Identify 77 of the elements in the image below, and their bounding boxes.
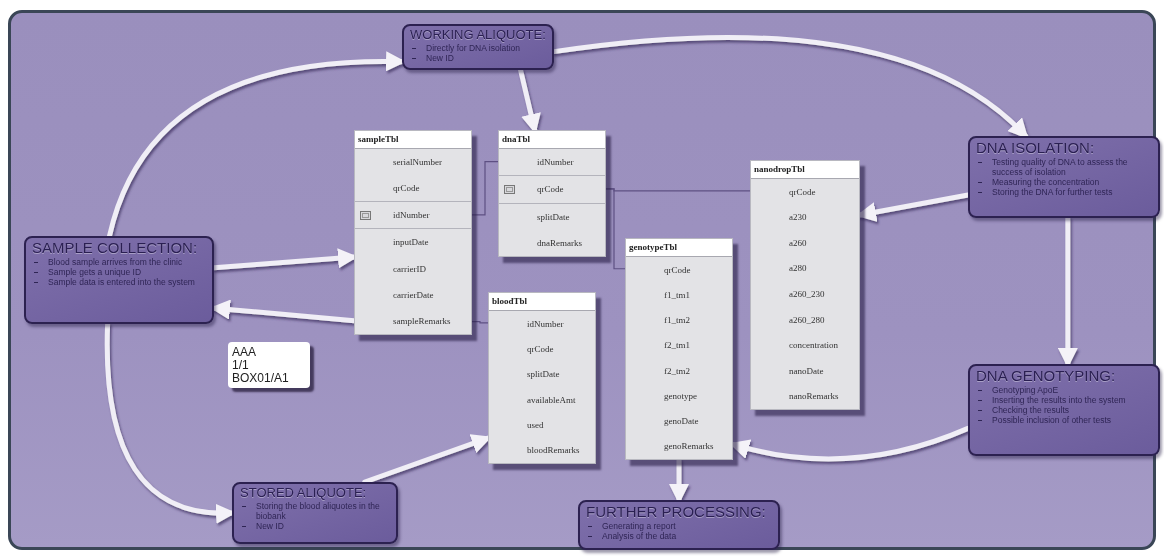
table-title: dnaTbl [499, 131, 605, 149]
table-card [354, 130, 472, 335]
table-title: nanodropTbl [751, 161, 859, 179]
field-name: a280 [789, 263, 807, 274]
field-name: availableAmt [527, 394, 576, 405]
step-heading: SAMPLE COLLECTION: [32, 240, 199, 256]
field-name: bloodRemarks [527, 445, 580, 456]
field-name: inputDate [393, 237, 429, 248]
table-card [750, 160, 860, 410]
field-name: nanoRemarks [789, 391, 839, 402]
field-name: qrCode [527, 344, 554, 354]
field-name: qrCode [789, 186, 816, 197]
bullet-item: Measuring the concentration [976, 176, 1152, 187]
step-heading: WORKING ALIQUOTE: [410, 28, 546, 42]
bullet-item: Storing the DNA for further tests [976, 186, 1152, 197]
field-name: a260_280 [789, 314, 825, 325]
bullet-item: Analysis of the data [586, 530, 772, 541]
process-box [232, 482, 398, 544]
table-card [488, 292, 596, 464]
field-name: idNumber [527, 318, 564, 329]
field-name: f1_tm2 [664, 315, 690, 326]
connector-line [605, 188, 626, 270]
step-heading: FURTHER PROCESSING: [586, 504, 767, 520]
field-name: qrCode [393, 183, 420, 194]
connector-line [471, 161, 499, 216]
bullet-item: New ID [410, 52, 546, 63]
bullet-item: Sample gets a unique ID [32, 266, 206, 277]
table-card [498, 130, 606, 257]
field-name: nanoDate [789, 365, 824, 376]
field-name: carrierDate [393, 289, 434, 300]
field-name: serialNumber [393, 157, 442, 168]
field-name: dnaRemarks [537, 237, 582, 248]
table-title: bloodTbl [489, 293, 595, 311]
process-box [578, 500, 780, 550]
field-name: qrCode [537, 184, 564, 195]
process-box [402, 24, 554, 70]
field-name: splitDate [527, 369, 560, 380]
label-text: AAA [232, 345, 257, 359]
step-heading: STORED ALIQUOTE: [240, 486, 368, 500]
bullet-item: Genotyping ApoE [976, 384, 1152, 395]
process-box [968, 136, 1160, 218]
step-heading: DNA ISOLATION: [976, 140, 1096, 156]
bullet-item: Blood sample arrives from the clinic [32, 256, 206, 267]
field-name: a230 [789, 212, 807, 223]
field-name: used [527, 419, 544, 430]
field-name: concentration [789, 340, 838, 351]
bullet-item: Generating a report [586, 520, 772, 531]
field-name: genotype [664, 390, 697, 401]
table-title: genotypeTbl [626, 239, 732, 257]
label-text: BOX01/A1 [232, 371, 290, 385]
field-name: carrierID [393, 263, 426, 274]
field-name: f1_tm1 [664, 289, 690, 300]
field-name: genoRemarks [664, 441, 714, 452]
bullet-item: Directly for DNA isolation [410, 42, 546, 53]
bullet-item: Possible inclusion of other tests [976, 414, 1152, 425]
field-name: genoDate [664, 416, 699, 427]
bullet-item: Sample data is entered into the system [32, 276, 206, 287]
bullet-item: Testing quality of DNA to assess the success of isolation [976, 156, 1152, 177]
bullet-item: Checking the results [976, 404, 1152, 415]
field-name: sampleRemarks [393, 315, 451, 326]
field-name: idNumber [393, 210, 430, 221]
bullet-item: Inserting the results into the system [976, 394, 1152, 405]
process-box [24, 236, 214, 324]
field-name: f2_tm2 [664, 365, 690, 376]
process-box [968, 364, 1160, 456]
field-name: idNumber [537, 157, 574, 168]
field-name: f2_tm1 [664, 340, 690, 351]
field-name: splitDate [537, 211, 570, 222]
field-name: a260_230 [789, 289, 825, 300]
field-name: a260 [789, 237, 807, 248]
field-name: qrCode [664, 264, 691, 275]
bullet-item: New ID [240, 520, 390, 531]
table-title: sampleTbl [355, 131, 471, 149]
sample-label [228, 342, 310, 388]
step-heading: DNA GENOTYPING: [976, 368, 1117, 384]
label-text: 1/1 [232, 358, 250, 372]
table-card [625, 238, 733, 460]
